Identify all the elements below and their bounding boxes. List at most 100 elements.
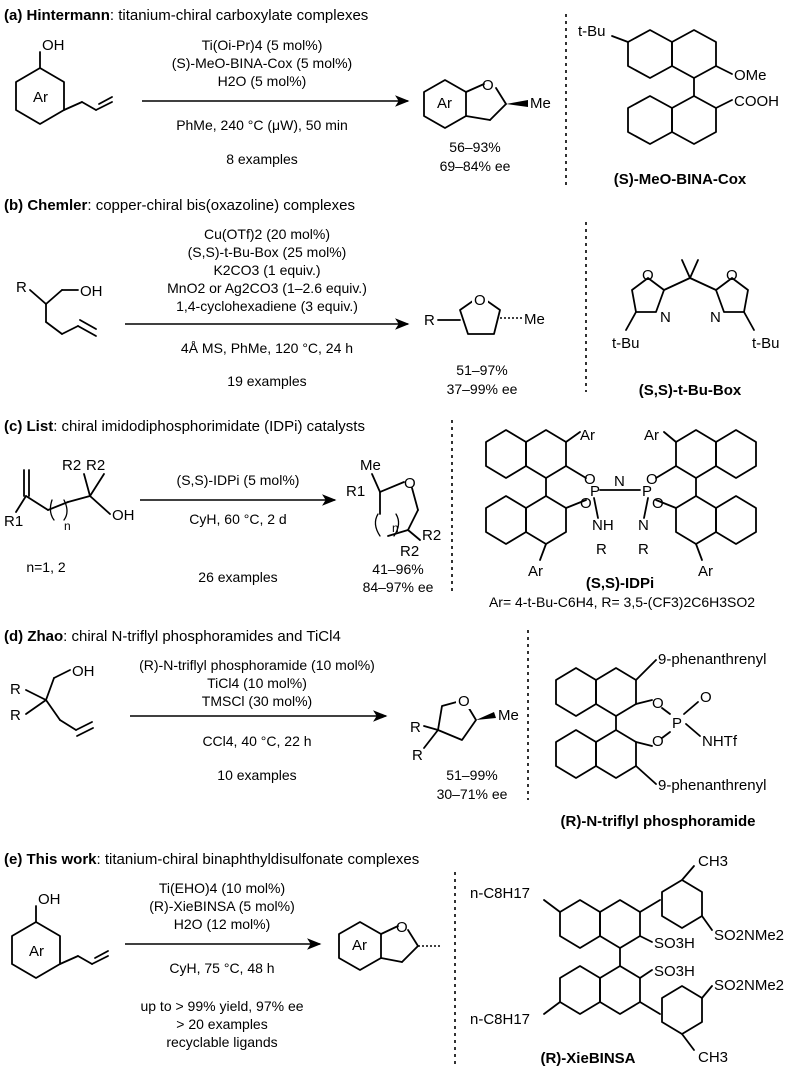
section-e-cat-so2b: SO2NMe2 (714, 977, 784, 994)
section-d-sm-r2: R (10, 707, 21, 724)
section-d-letter: (d) (4, 628, 23, 645)
section-e-cond2: (R)-XieBINSA (5 mol%) (149, 898, 294, 914)
section-c-cat-name: (S,S)-IDPi (586, 575, 654, 592)
section-b-cond6: 4Å MS, PhMe, 120 °C, 24 h (181, 340, 353, 356)
section-a-starting-material: Ar OH (15, 37, 113, 125)
section-d-cond4: CCl4, 40 °C, 22 h (202, 733, 311, 749)
section-e-cat-ch3b: CH3 (698, 1049, 728, 1066)
section-d-pd-o: O (458, 693, 470, 710)
section-c-starting-material: R1 R2 R2 n OH (4, 457, 135, 533)
section-e-note3: recyclable ligands (166, 1034, 277, 1050)
section-c-cat-ar1: Ar (580, 427, 595, 444)
section-d-cat-o2: O (652, 733, 664, 750)
section-c-cat-ar3: Ar (528, 563, 543, 580)
section-a-cat-name: (S)-MeO-BINA-Cox (614, 171, 747, 188)
section-e-product: Ar O (338, 919, 440, 971)
section-d-cond2: TiCl4 (10 mol%) (207, 675, 307, 691)
section-b-cat-tbu2: t-Bu (752, 335, 780, 352)
svg-text:(b) Chemler: copper-chiral bis: (b) Chemler: copper-chiral bis(oxazoline… (4, 197, 355, 214)
section-c-cat-p2: P (642, 483, 652, 500)
section-a-cond2: (S)-MeO-BINA-Cox (5 mol%) (172, 55, 352, 71)
section-c-cat-ar2: Ar (644, 427, 659, 444)
section-c-cat-ar4: Ar (698, 563, 713, 580)
section-e-cat-so3b: SO3H (654, 963, 695, 980)
section-e-starting-material: Ar OH (11, 891, 109, 979)
section-c-cat-n: N (614, 473, 625, 490)
section-b-pd-r: R (424, 312, 435, 329)
section-e-subtitle: : titanium-chiral binaphthyldisulfonate … (97, 851, 420, 868)
section-b-examples: 19 examples (227, 373, 306, 389)
section-d-ee: 30–71% ee (437, 786, 508, 802)
section-a-sm-oh: OH (42, 37, 65, 54)
section-c: (c) List: chiral imidodiphosphorimidate … (4, 418, 757, 610)
section-b-cat-n2: N (710, 309, 721, 326)
section-e-catalyst: n-C8H17 n-C8H17 CH3 CH3 SO2NMe2 SO2NMe2 … (470, 853, 784, 1066)
section-c-ee: 84–97% ee (363, 579, 434, 595)
section-a-subtitle: : titanium-chiral carboxylate complexes (110, 7, 368, 24)
section-a-cat-ome: OMe (734, 67, 767, 84)
section-e-cond4: CyH, 75 °C, 48 h (169, 960, 274, 976)
section-c-cat-def: Ar= 4-t-Bu-C6H4, R= 3,5-(CF3)2C6H3SO2 (489, 594, 755, 610)
section-d-pd-r2: R (412, 747, 423, 764)
section-d-examples: 10 examples (217, 767, 296, 783)
section-e: (e) This work: titanium-chiral binaphthy… (4, 851, 784, 1067)
section-a-pd-me: Me (530, 95, 551, 112)
section-a-examples: 8 examples (226, 151, 298, 167)
section-c-pd-me: Me (360, 457, 381, 474)
section-c-cat-o3: O (646, 471, 658, 488)
section-b-cat-o1: O (642, 267, 654, 284)
section-c-cat-o1: O (584, 471, 596, 488)
section-a-yield: 56–93% (449, 139, 500, 155)
section-c-pd-o: O (404, 475, 416, 492)
section-c-pd-n: n (392, 521, 399, 535)
section-b-pd-me: Me (524, 311, 545, 328)
section-c-examples: 26 examples (198, 569, 277, 585)
section-c-subtitle: : chiral imidodiphosphorimidate (IDPi) c… (53, 418, 365, 435)
section-d-cond1: (R)-N-triflyl phosphoramide (10 mol%) (139, 657, 375, 673)
section-c-cat-r2: R (638, 541, 649, 558)
section-d-sm-r1: R (10, 681, 21, 698)
section-a-ee: 69–84% ee (440, 158, 511, 174)
section-e-author: This work (27, 851, 98, 868)
svg-text:(c) List: chiral imidodiphosph: (c) List: chiral imidodiphosphorimidate … (4, 418, 365, 435)
section-e-sm-ar: Ar (29, 943, 44, 960)
section-c-yield: 41–96% (372, 561, 423, 577)
section-d-cat-name: (R)-N-triflyl phosphoramide (561, 813, 756, 830)
section-a-author: Hintermann (27, 7, 110, 24)
svg-text:(a) Hintermann: titanium-chira: (a) Hintermann: titanium-chiral carboxyl… (4, 7, 368, 24)
section-c-sm-r2a: R2 (62, 457, 81, 474)
svg-text:(e) This work: titanium-chiral: (e) This work: titanium-chiral binaphthy… (4, 851, 419, 868)
section-c-cat-p1: P (590, 483, 600, 500)
section-d-cat-nhtf: NHTf (702, 733, 738, 750)
section-e-cat-ch3a: CH3 (698, 853, 728, 870)
section-e-cat-so3a: SO3H (654, 935, 695, 952)
section-e-cat-c8a: n-C8H17 (470, 885, 530, 902)
section-b-cat-o2: O (726, 267, 738, 284)
section-c-cond2: CyH, 60 °C, 2 d (189, 511, 286, 527)
section-c-sm-r1: R1 (4, 513, 23, 530)
section-c-cat-o4: O (652, 495, 664, 512)
section-d-yield: 51–99% (446, 767, 497, 783)
section-d-sm-oh: OH (72, 663, 95, 680)
section-e-cond3: H2O (12 mol%) (174, 916, 270, 932)
section-b-cat-n1: N (660, 309, 671, 326)
section-c-cat-n2: N (638, 517, 649, 534)
section-b-sm-r: R (16, 279, 27, 296)
section-c-cat-r1: R (596, 541, 607, 558)
section-b-product: O R Me (424, 290, 545, 335)
section-e-pd-o: O (396, 919, 408, 936)
section-a-cat-tbu: t-Bu (578, 23, 606, 40)
section-e-sm-oh: OH (38, 891, 61, 908)
section-c-author: List (27, 418, 54, 435)
section-b-cat-tbu1: t-Bu (612, 335, 640, 352)
section-c-pd-r1: R1 (346, 483, 365, 500)
section-b-starting-material: R OH (16, 279, 103, 337)
section-a-cat-cooh: COOH (734, 93, 779, 110)
section-d-product: O R R Me (410, 692, 519, 764)
section-e-cat-so2a: SO2NMe2 (714, 927, 784, 944)
section-a-letter: (a) (4, 7, 22, 24)
section-a-sm-ar: Ar (33, 89, 48, 106)
section-c-product: Me R1 O n R2 R2 (346, 457, 441, 560)
section-b-cond1: Cu(OTf)2 (20 mol%) (204, 226, 330, 242)
